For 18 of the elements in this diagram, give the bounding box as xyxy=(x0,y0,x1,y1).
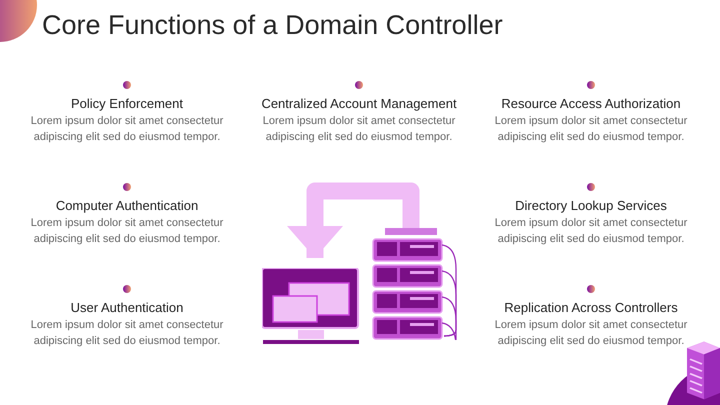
title: Core Functions of a Domain Controller xyxy=(42,10,503,41)
monitor-drawing xyxy=(262,268,360,346)
feature-description: Lorem ipsum dolor sit amet consectetur adipiscing elit sed do eiusmod tempor. xyxy=(30,216,224,246)
feature-description: Lorem ipsum dolor sit amet consectetur adipiscing elit sed do eiusmod tempor. xyxy=(262,114,456,144)
feature-heading: Policy Enforcement xyxy=(70,96,184,111)
server-rack-drawing xyxy=(372,228,458,340)
feature-description: Lorem ipsum dolor sit amet consectetur adipiscing elit sed do eiusmod tempor. xyxy=(30,114,224,144)
feature-heading: User Authentication xyxy=(70,300,184,315)
feature-heading: Centralized Account Management xyxy=(260,96,458,111)
feature-heading: Resource Access Authorization xyxy=(500,96,682,111)
arrow xyxy=(287,182,420,258)
feature-heading: Replication Across Controllers xyxy=(503,300,679,315)
feature-description: Lorem ipsum dolor sit amet consectetur adipiscing elit sed do eiusmod tempor. xyxy=(30,318,224,348)
feature-description: Lorem ipsum dolor sit amet consectetur adipiscing elit sed do eiusmod tempor. xyxy=(494,216,688,246)
feature-heading: Directory Lookup Services xyxy=(514,198,668,213)
feature-description: Lorem ipsum dolor sit amet consectetur adipiscing elit sed do eiusmod tempor. xyxy=(494,114,688,144)
feature-description: Lorem ipsum dolor sit amet consectetur adipiscing elit sed do eiusmod tempor. xyxy=(494,318,688,348)
feature-heading: Computer Authentication xyxy=(54,198,200,213)
